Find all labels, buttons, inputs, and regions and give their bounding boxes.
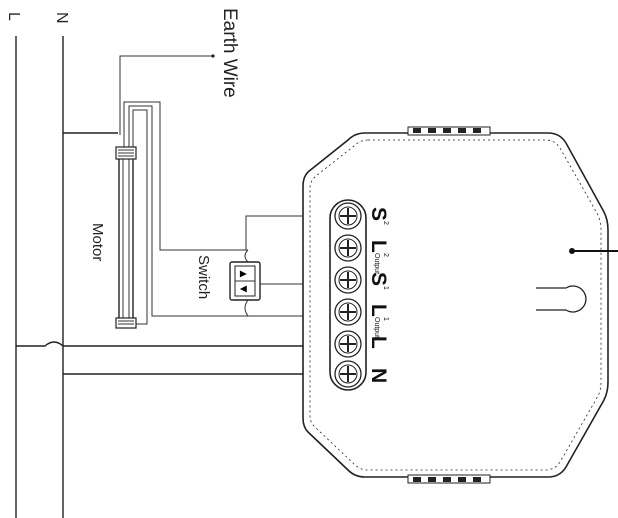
terminal-screws: [334, 202, 362, 388]
svg-text:S: S: [367, 207, 390, 221]
svg-text:Output: Output: [373, 253, 380, 274]
earth-wire: [119, 55, 212, 135]
neutral-line-label: N: [53, 12, 70, 24]
motor-wire-a: [123, 101, 248, 251]
earth-wire-end: [211, 54, 215, 58]
terminal-label-l2: L 2 Output: [367, 240, 390, 274]
live-to-module-wire: [16, 341, 310, 347]
svg-text:2: 2: [382, 253, 389, 257]
svg-text:S: S: [367, 272, 390, 286]
switch-up-arrow-icon: ▲: [238, 271, 248, 278]
motor: [115, 146, 137, 329]
terminal-screw: [334, 234, 362, 262]
motor-wire-b: [128, 105, 248, 317]
module-body: [302, 132, 609, 478]
terminal-label-s1: S 1: [367, 272, 390, 290]
terminal-screw: [334, 360, 362, 388]
terminal-label-s2: S 2: [367, 207, 390, 225]
terminal-screw: [334, 202, 362, 230]
motor-label: Motor: [89, 223, 106, 261]
switch-bracket-top: [244, 249, 249, 263]
switch-bracket-bottom: [244, 299, 249, 317]
switch-label: Switch: [195, 255, 212, 299]
svg-text:Output: Output: [373, 317, 380, 338]
switch: ▲ ▼: [229, 261, 261, 301]
terminal-label-l: L: [367, 336, 390, 349]
reset-button: [536, 285, 587, 313]
switch-down-arrow-icon: ▼: [238, 286, 248, 293]
antenna-point: [569, 248, 575, 254]
terminal-screw: [334, 330, 362, 358]
s2-wire: [245, 215, 310, 250]
terminal-screw: [334, 266, 362, 294]
module-top-tabs: [407, 126, 491, 136]
svg-text:L: L: [367, 304, 390, 317]
svg-text:N: N: [367, 368, 390, 383]
svg-text:1: 1: [382, 317, 389, 321]
svg-text:1: 1: [382, 286, 389, 290]
motor-wire-c: [130, 109, 148, 325]
svg-text:L: L: [367, 336, 390, 349]
earth-wire-label: Earth Wire: [219, 8, 240, 98]
terminal-label-l1: L 1 Output: [367, 304, 390, 338]
live-line-label: L: [5, 12, 22, 21]
terminal-label-n: N: [367, 368, 390, 383]
svg-text:2: 2: [382, 221, 389, 225]
svg-text:L: L: [367, 240, 390, 253]
module-bottom-tabs: [407, 474, 491, 484]
terminal-screw: [334, 298, 362, 326]
